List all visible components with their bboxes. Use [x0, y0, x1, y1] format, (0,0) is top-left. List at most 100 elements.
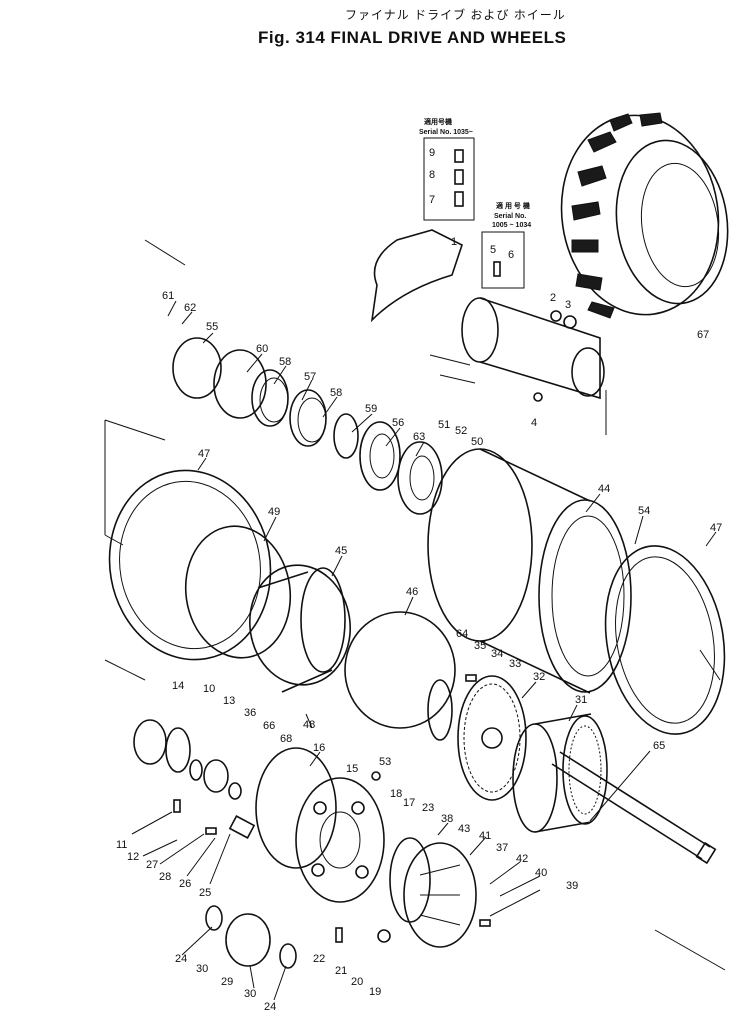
label-part-2: 2 — [550, 292, 556, 304]
label-part-25: 25 — [199, 887, 211, 899]
svg-text:Serial No.: Serial No. — [494, 213, 526, 220]
label-part-47-a: 47 — [198, 448, 210, 460]
label-part-7: 7 — [429, 194, 435, 206]
label-part-24-b: 24 — [264, 1001, 276, 1013]
label-part-45: 45 — [335, 545, 347, 557]
label-part-36: 36 — [244, 707, 256, 719]
bolt-27 — [205, 827, 217, 835]
label-part-28: 28 — [159, 871, 171, 883]
o-ring-16 — [255, 747, 337, 869]
label-part-18: 18 — [390, 788, 402, 800]
o-ring-49 — [184, 525, 292, 659]
label-part-6: 6 — [508, 249, 514, 261]
label-part-54: 54 — [638, 505, 650, 517]
label-part-8: 8 — [429, 169, 435, 181]
cover-37 — [403, 842, 477, 948]
plate-14 — [133, 719, 167, 765]
bolt-5 — [493, 261, 501, 277]
seal-56 — [359, 421, 401, 491]
label-part-10: 10 — [203, 683, 215, 695]
label-part-32: 32 — [533, 671, 545, 683]
bolt-19 — [377, 929, 391, 943]
reference-lines — [104, 239, 726, 971]
label-part-3: 3 — [565, 299, 571, 311]
label-part-60: 60 — [256, 343, 268, 355]
planet-gear-29 — [225, 913, 271, 967]
label-part-53: 53 — [379, 756, 391, 768]
bolt-53 — [371, 771, 381, 781]
ring-gear-32 — [457, 675, 527, 801]
label-part-21: 21 — [335, 965, 347, 977]
ring-66 — [228, 782, 242, 800]
svg-text:適用号機: 適用号機 — [424, 117, 452, 126]
drive-shaft-65 — [551, 751, 717, 865]
label-part-68: 68 — [280, 733, 292, 745]
label-part-20: 20 — [351, 976, 363, 988]
label-part-14: 14 — [172, 680, 184, 692]
label-part-30-b: 30 — [244, 988, 256, 1000]
axle-housing — [370, 229, 605, 400]
washer-24-b — [279, 943, 297, 969]
rim-47-left — [108, 469, 272, 661]
label-part-40: 40 — [535, 867, 547, 879]
svg-text:Serial No. 1035~: Serial No. 1035~ — [419, 129, 473, 136]
label-part-30-a: 30 — [196, 963, 208, 975]
o-ring-41 — [389, 837, 431, 923]
label-part-48: 48 — [303, 719, 315, 731]
label-part-1: 1 — [451, 236, 457, 248]
label-part-50: 50 — [471, 436, 483, 448]
cover-55 — [172, 337, 222, 399]
bolts-7-8-9 — [454, 149, 464, 207]
ring-46 — [344, 611, 456, 729]
label-part-23: 23 — [422, 802, 434, 814]
label-part-65: 65 — [653, 740, 665, 752]
label-part-29: 29 — [221, 976, 233, 988]
o-ring-60 — [213, 349, 267, 419]
label-part-42: 42 — [516, 853, 528, 865]
bearing-63 — [397, 441, 443, 515]
label-part-39: 39 — [566, 880, 578, 892]
label-part-9: 9 — [429, 147, 435, 159]
seal-64 — [427, 679, 453, 741]
bolt-39 — [479, 919, 491, 927]
label-part-67: 67 — [697, 329, 709, 341]
label-part-47-b: 47 — [710, 522, 722, 534]
label-part-26: 26 — [179, 878, 191, 890]
part-labels: 2 3 1 4 5 6 7 8 9 67 61 62 55 60 58 57 5… — [116, 147, 722, 1013]
label-part-41: 41 — [479, 830, 491, 842]
internal-gear-31 — [512, 713, 608, 833]
label-part-57: 57 — [304, 371, 316, 383]
bolt-11 — [173, 799, 181, 813]
label-part-33: 33 — [509, 658, 521, 670]
label-part-63: 63 — [413, 431, 425, 443]
label-part-62: 62 — [184, 302, 196, 314]
label-part-37: 37 — [496, 842, 508, 854]
washer-24-a — [205, 905, 223, 931]
label-part-58-a: 58 — [279, 356, 291, 368]
label-part-52: 52 — [455, 425, 467, 437]
label-part-4: 4 — [531, 417, 537, 429]
figure-title: Fig. 314 FINAL DRIVE AND WHEELS — [258, 28, 567, 47]
washer-10 — [165, 727, 191, 773]
label-part-64: 64 — [456, 628, 468, 640]
label-part-51: 51 — [438, 419, 450, 431]
label-part-35: 35 — [474, 640, 486, 652]
drum-45 — [248, 564, 352, 693]
plug-4 — [533, 392, 543, 402]
ring-59 — [333, 413, 359, 459]
seal-group — [172, 337, 443, 515]
label-part-15: 15 — [346, 763, 358, 775]
serial-box-upper: 適用号機 Serial No. 1035~ — [419, 117, 475, 221]
nut-3 — [563, 315, 577, 329]
bolt-35 — [465, 674, 477, 682]
ring-13 — [189, 759, 203, 781]
label-part-5: 5 — [490, 244, 496, 256]
label-part-46: 46 — [406, 586, 418, 598]
label-part-34: 34 — [491, 648, 503, 660]
label-part-61: 61 — [162, 290, 174, 302]
label-part-17: 17 — [403, 797, 415, 809]
label-part-38: 38 — [441, 813, 453, 825]
label-part-58-b: 58 — [330, 387, 342, 399]
label-part-43: 43 — [458, 823, 470, 835]
